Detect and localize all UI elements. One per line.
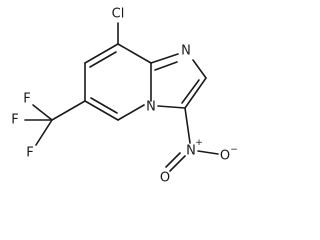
bond-c8-c7-inner	[89, 51, 117, 68]
atom-nitro-oxygen-double: O	[160, 171, 170, 186]
atom-bridgehead-nitrogen: N	[146, 100, 156, 115]
structure-diagram: Cl N N N + O O − F F F	[11, 7, 238, 186]
bond-ccf3-fbottom	[35, 119, 53, 146]
bond-c8-c7	[84, 43, 119, 64]
atom-nitro-nitrogen: N	[186, 144, 196, 159]
bond-c5-n4	[117, 104, 145, 121]
atom-fluorine-left: F	[11, 113, 18, 128]
bond-n1-c2	[192, 59, 207, 79]
bonds	[24, 22, 219, 172]
bond-nnitro-odouble-inner	[165, 152, 181, 168]
bond-c6-c5	[84, 100, 119, 121]
bond-ccf3-ftop	[32, 104, 53, 121]
bond-c2-c3-inner	[181, 79, 200, 104]
bond-c8-c8a	[117, 43, 152, 64]
bond-c3-n4	[157, 105, 186, 109]
atom-labels: Cl N N N + O O − F F F	[11, 7, 238, 186]
atom-fluorine-top: F	[23, 92, 30, 107]
bond-c2-c3	[184, 77, 207, 109]
bond-c3-nnitro	[184, 107, 191, 144]
nitro-oxygen-charge: −	[230, 145, 238, 155]
atom-fluorine-bottom: F	[26, 146, 33, 161]
bond-c6-ccf3	[51, 100, 86, 121]
bond-nnitro-odouble	[169, 155, 186, 172]
atom-nitro-oxygen-single: O	[220, 149, 230, 164]
bond-c8a-n1	[150, 53, 179, 64]
nitro-nitrogen-charge: +	[195, 138, 203, 148]
atom-imidazole-nitrogen: N	[181, 44, 191, 59]
bond-c6-c5-inner	[90, 97, 118, 114]
bond-c8a-n1-inner	[154, 61, 178, 71]
bond-nnitro-osingle	[197, 150, 219, 155]
atom-chlorine: Cl	[112, 7, 125, 22]
